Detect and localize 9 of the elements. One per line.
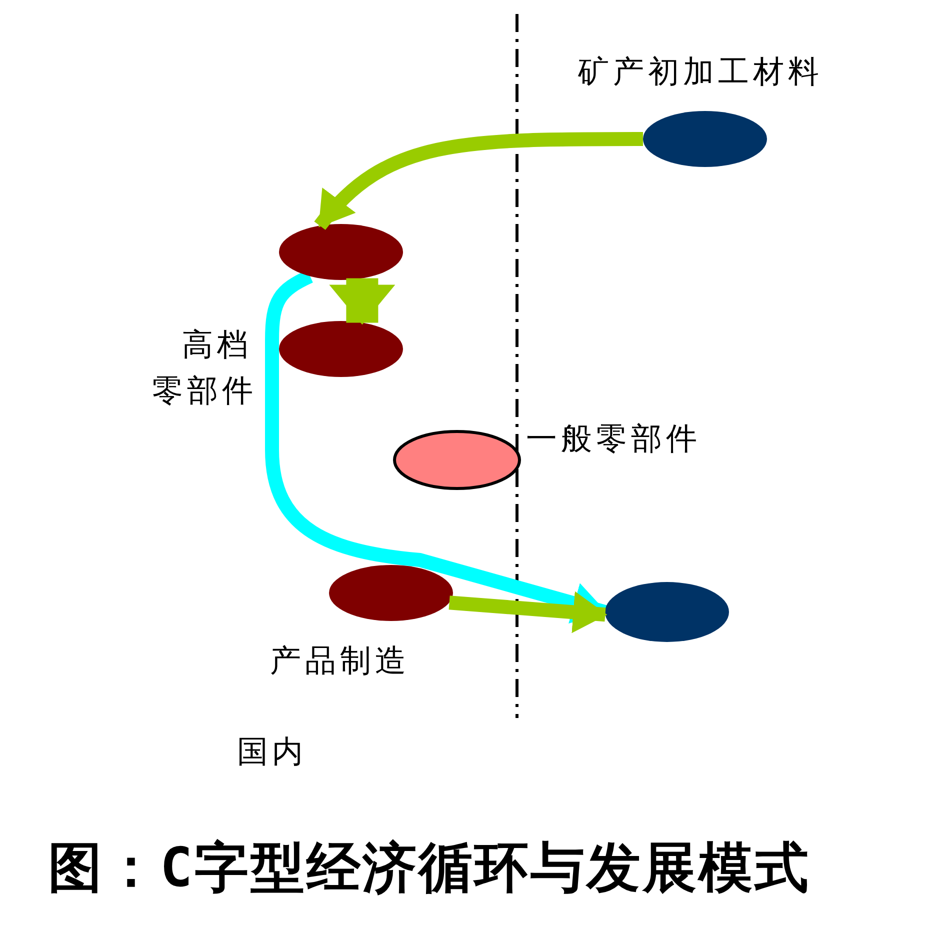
caption: 图：C字型经济循环与发展模式 — [48, 835, 811, 901]
node-caption: 矿产初加工材料 — [578, 53, 823, 92]
node-caption: 高档零部件 — [152, 326, 258, 411]
node-caption: 产品制造 — [270, 642, 410, 681]
arrow — [314, 132, 643, 230]
node-caption: 一般零部件 — [526, 420, 701, 459]
arrow — [448, 591, 608, 634]
region-label: 国内 — [237, 733, 307, 772]
arrow — [329, 278, 396, 325]
